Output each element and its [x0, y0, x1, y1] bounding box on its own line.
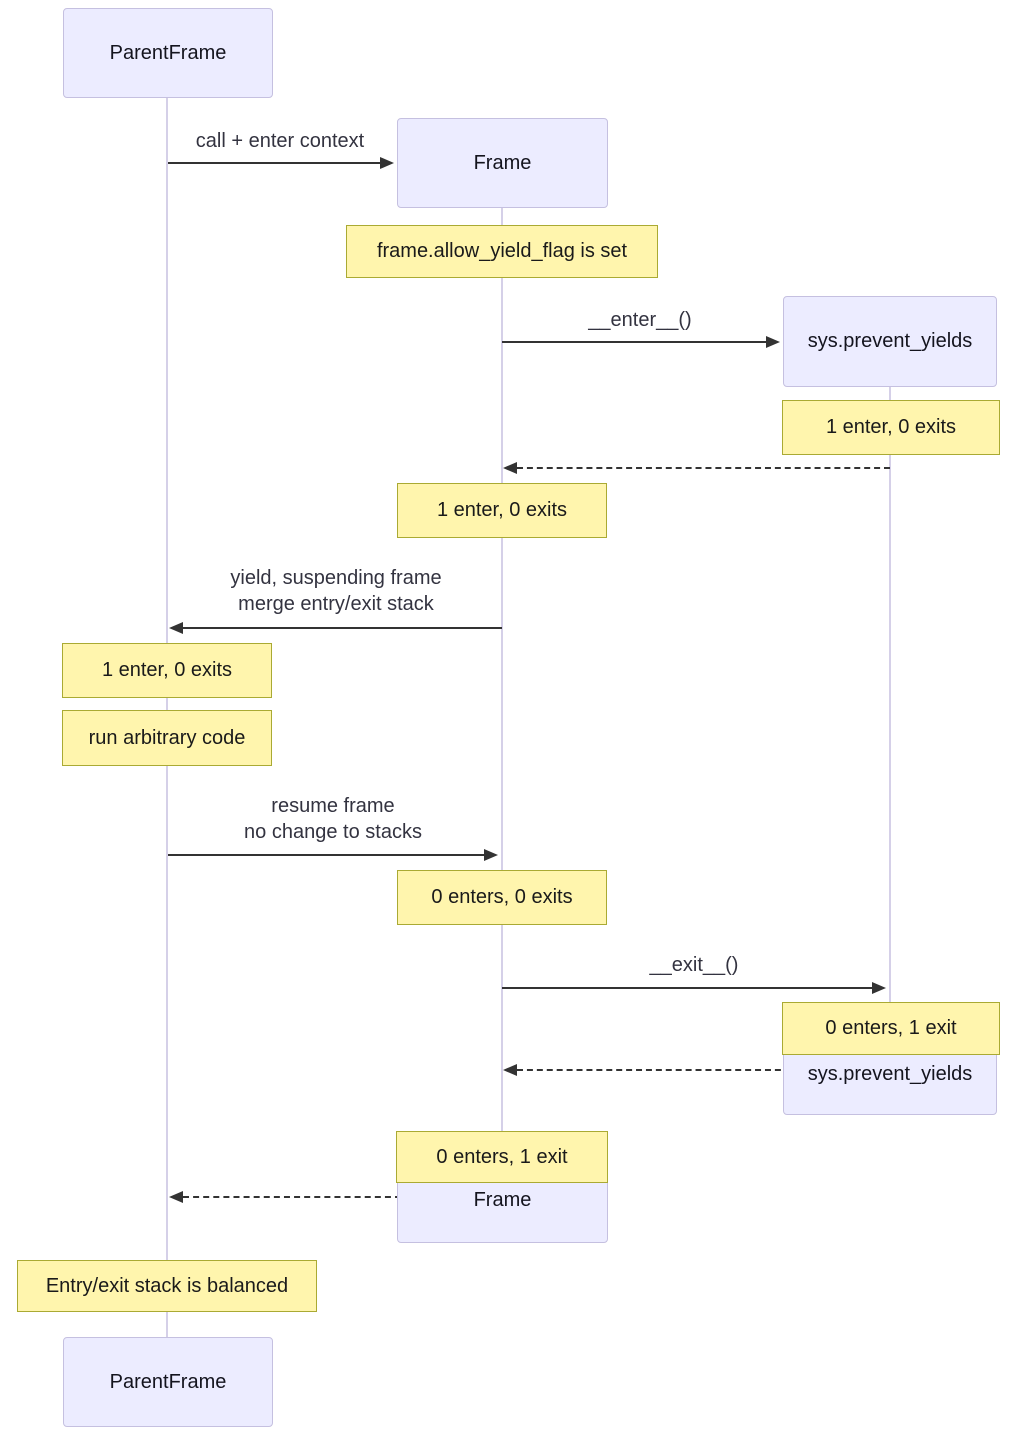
message-line-yield — [183, 627, 502, 629]
note-run-arbitrary-code: run arbitrary code — [62, 710, 272, 766]
arrowhead-left-icon — [169, 1191, 183, 1203]
arrowhead-left-icon — [503, 462, 517, 474]
lifeline-frame — [501, 207, 503, 1153]
note-allow-yield-flag: frame.allow_yield_flag is set — [346, 225, 658, 278]
message-label-exit: __exit__() — [649, 954, 739, 976]
note-1-enter-0-exits-sys: 1 enter, 0 exits — [782, 400, 1000, 455]
participant-box-sys-prevent-yields-top: sys.prevent_yields — [783, 296, 997, 387]
message-line-resume — [168, 854, 484, 856]
message-line-return-enter — [517, 467, 890, 469]
arrowhead-right-icon — [872, 982, 886, 994]
message-line-exit — [502, 987, 872, 989]
message-line-return-frame — [183, 1196, 502, 1198]
arrowhead-left-icon — [169, 622, 183, 634]
note-entry-exit-stack-balanced: Entry/exit stack is balanced — [17, 1260, 317, 1312]
note-0-enters-1-exit-frame: 0 enters, 1 exit — [396, 1131, 608, 1183]
message-label-line2: no change to stacks — [244, 821, 422, 843]
arrowhead-right-icon — [380, 157, 394, 169]
note-1-enter-0-exits-parent: 1 enter, 0 exits — [62, 643, 272, 698]
note-0-enters-0-exits-frame: 0 enters, 0 exits — [397, 870, 607, 925]
message-line-enter — [502, 341, 766, 343]
message-label-resume: resume frame no change to stacks — [244, 793, 422, 845]
note-0-enters-1-exit-sys: 0 enters, 1 exit — [782, 1002, 1000, 1055]
message-label-enter: __enter__() — [588, 309, 692, 331]
participant-box-parentframe-bottom: ParentFrame — [63, 1337, 273, 1427]
message-line-call-enter-context — [168, 162, 380, 164]
message-label-yield: yield, suspending frame merge entry/exit… — [230, 565, 441, 617]
message-label-call-enter-context: call + enter context — [195, 130, 365, 152]
arrowhead-right-icon — [484, 849, 498, 861]
message-line-return-exit — [517, 1069, 890, 1071]
note-1-enter-0-exits-frame: 1 enter, 0 exits — [397, 483, 607, 538]
message-label-line1: yield, suspending frame — [230, 567, 442, 589]
participant-box-parentframe-top: ParentFrame — [63, 8, 273, 98]
arrowhead-right-icon — [766, 336, 780, 348]
message-label-line2: merge entry/exit stack — [238, 593, 434, 615]
arrowhead-left-icon — [503, 1064, 517, 1076]
message-label-line1: resume frame — [271, 795, 395, 817]
participant-box-frame-top: Frame — [397, 118, 608, 208]
lifeline-sys-prevent-yields — [889, 386, 891, 1055]
